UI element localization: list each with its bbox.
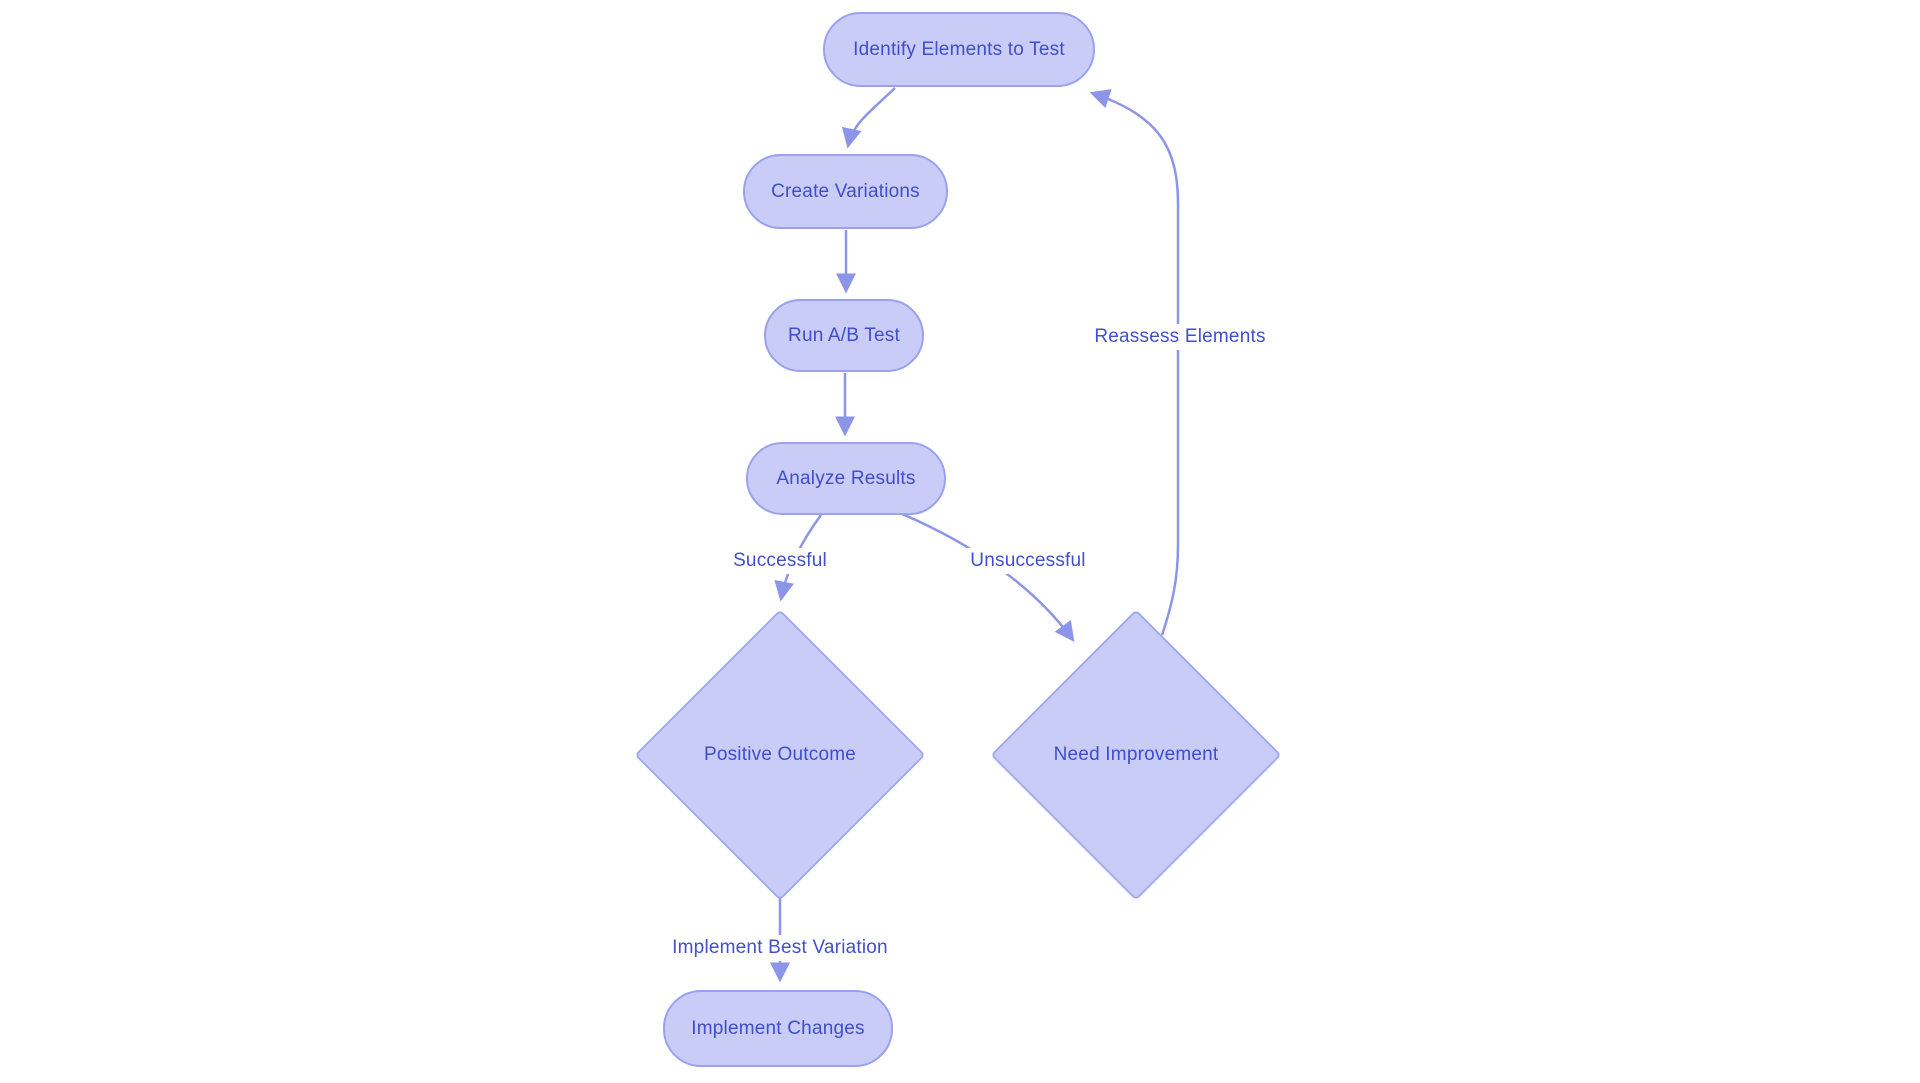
- edge-need-to-identify: [1089, 89, 1180, 636]
- node-identify-elements: Identify Elements to Test: [823, 12, 1095, 87]
- node-need-improvement-label: Need Improvement: [1053, 744, 1219, 765]
- node-create-variations-label: Create Variations: [771, 180, 920, 202]
- node-implement-changes-label: Implement Changes: [691, 1017, 865, 1039]
- node-positive-outcome-label: Positive Outcome: [703, 744, 857, 765]
- node-positive-outcome: Positive Outcome: [634, 609, 926, 901]
- node-run-ab-test: Run A/B Test: [764, 299, 924, 372]
- node-analyze-results: Analyze Results: [746, 442, 946, 515]
- node-run-ab-test-label: Run A/B Test: [788, 324, 900, 346]
- node-implement-changes: Implement Changes: [663, 990, 893, 1067]
- edge-label-unsuccessful: Unsuccessful: [963, 548, 1093, 574]
- edge-label-reassess-elements: Reassess Elements: [1087, 324, 1273, 350]
- node-need-improvement: Need Improvement: [990, 609, 1282, 901]
- edge-label-successful: Successful: [726, 548, 834, 574]
- node-analyze-results-label: Analyze Results: [776, 467, 916, 489]
- edge-label-implement-best-variation: Implement Best Variation: [665, 935, 895, 961]
- node-identify-elements-label: Identify Elements to Test: [853, 38, 1065, 60]
- node-create-variations: Create Variations: [743, 154, 948, 229]
- edge-identify-to-create: [841, 87, 896, 149]
